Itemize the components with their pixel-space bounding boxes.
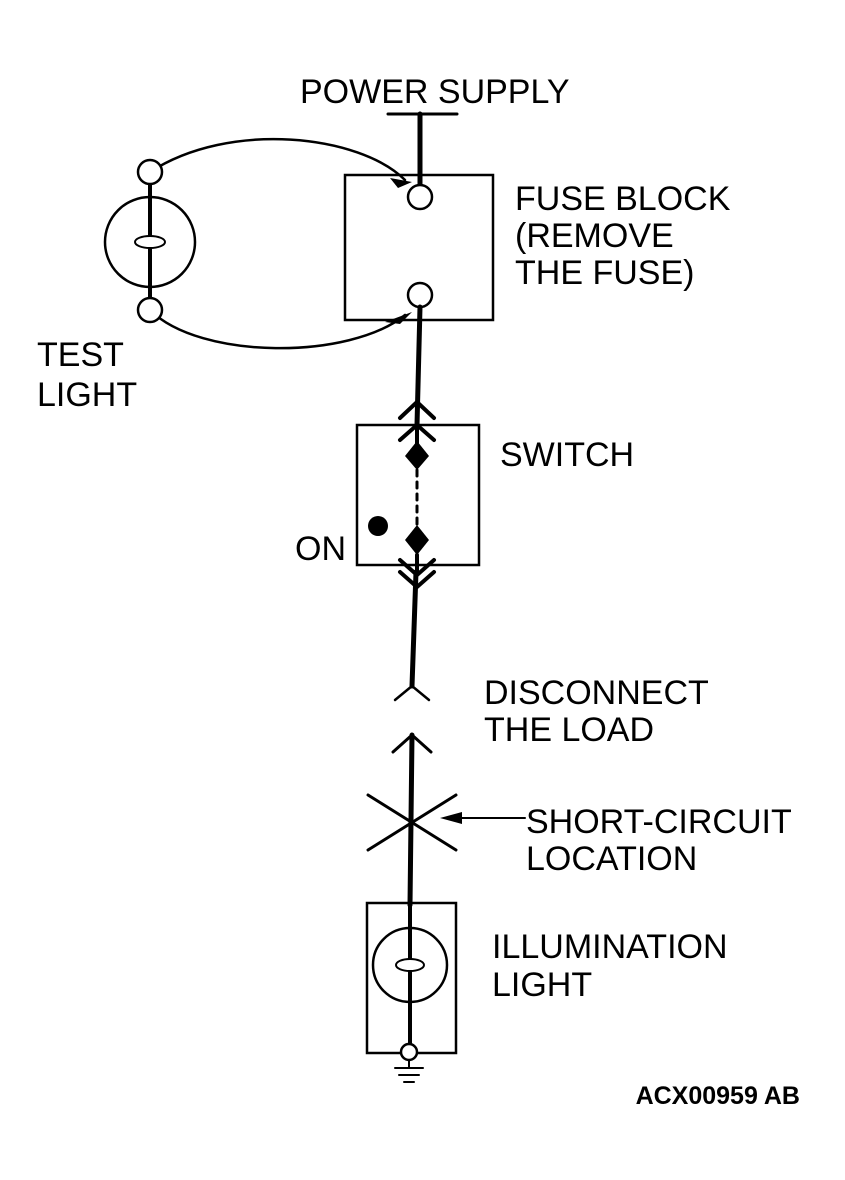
- test-light-lead-upper: [148, 137, 407, 182]
- short-circuit-label-line2: LOCATION: [526, 840, 697, 878]
- power-supply: POWER SUPPLY: [300, 73, 570, 188]
- test-light-label-line1: TEST: [37, 336, 124, 374]
- switch-on-label: ON: [295, 530, 346, 568]
- test-light-terminal-upper: [136, 158, 164, 186]
- switch-contact-upper: [405, 441, 429, 470]
- switch-on-indicator: [368, 516, 388, 536]
- ground-terminal: [399, 1042, 419, 1062]
- short-circuit-marker: SHORT-CIRCUIT LOCATION: [366, 793, 792, 878]
- figure-code: ACX00959 AB: [636, 1082, 800, 1110]
- test-clip-upper: [390, 178, 412, 188]
- switch-connector-top-outer: [398, 400, 436, 420]
- test-light-terminal-lower: [136, 296, 164, 324]
- short-circuit-x-stroke-2: [366, 793, 458, 852]
- wire-load-to-light: [407, 732, 415, 908]
- load-connector-female: [393, 684, 431, 702]
- illumination-light-filament: [395, 958, 425, 972]
- fuse-terminal-lower: [406, 281, 434, 309]
- test-clip-lower: [385, 312, 412, 324]
- test-light-label-line2: LIGHT: [37, 376, 137, 414]
- test-light-lead-lower: [148, 308, 407, 350]
- disconnect-label-line1: DISCONNECT: [484, 674, 709, 712]
- test-light: TEST LIGHT: [37, 137, 412, 414]
- fuse-block-label-line2: (REMOVE: [515, 217, 674, 255]
- short-circuit-arrow: [440, 812, 462, 824]
- fuse-terminal-upper: [406, 183, 434, 211]
- illumination-label-line1: ILLUMINATION: [492, 928, 728, 966]
- wire-switch-to-load: [409, 569, 419, 689]
- fuse-block-label-line1: FUSE BLOCK: [515, 180, 731, 218]
- illumination-light: ILLUMINATION LIGHT: [365, 901, 728, 1083]
- short-circuit-label-line1: SHORT-CIRCUIT: [526, 803, 792, 841]
- fuse-block-label-line3: THE FUSE): [515, 254, 694, 292]
- power-supply-label: POWER SUPPLY: [300, 73, 570, 111]
- illumination-label-line2: LIGHT: [492, 966, 592, 1004]
- load-connector: DISCONNECT THE LOAD: [391, 674, 709, 754]
- test-light-filament: [134, 235, 166, 249]
- wire-fuse-to-switch: [414, 304, 423, 428]
- switch-label: SWITCH: [500, 436, 634, 474]
- switch-contact-lower: [405, 525, 429, 555]
- switch: SWITCH ON: [295, 400, 634, 589]
- disconnect-label-line2: THE LOAD: [484, 711, 654, 749]
- fuse-block: FUSE BLOCK (REMOVE THE FUSE): [343, 173, 731, 322]
